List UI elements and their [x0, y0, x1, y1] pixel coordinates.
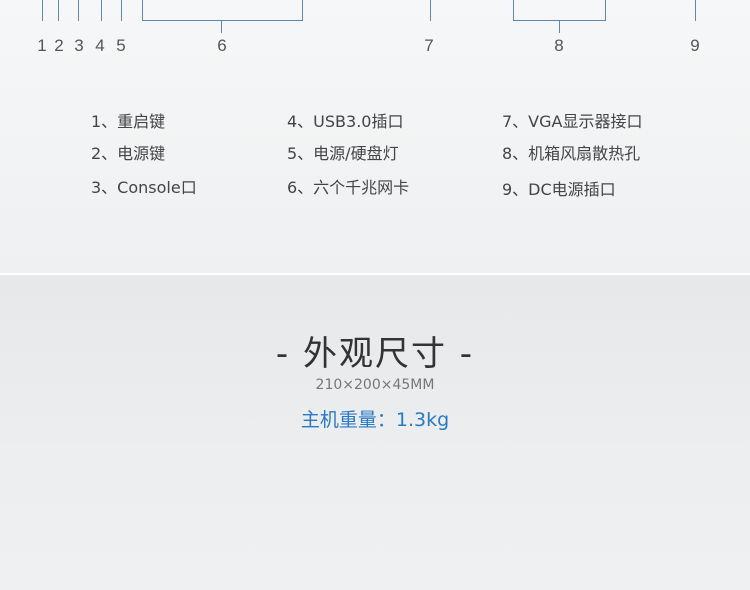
callout-number-2: 2 [54, 36, 64, 55]
legend-item-ethernet-ports: 6、六个千兆网卡 [287, 178, 410, 197]
legend-item-usb-port: 4、USB3.0插口 [287, 112, 404, 131]
callout-line-4 [101, 0, 102, 21]
legend-item-power-led: 5、电源/硬盘灯 [287, 144, 399, 163]
callout-number-5: 5 [116, 36, 126, 55]
legend-item-dc-power: 9、DC电源插口 [502, 180, 616, 199]
dimensions-panel [0, 275, 750, 590]
callout-line-3 [78, 0, 79, 21]
callout-number-8: 8 [554, 36, 564, 55]
callout-bracket-8 [513, 0, 606, 21]
callout-bracket-6 [142, 0, 303, 21]
callout-line-6 [221, 21, 222, 33]
legend-item-vga-port: 7、VGA显示器接口 [502, 112, 643, 131]
callout-number-7: 7 [424, 36, 434, 55]
legend-item-console-port: 3、Console口 [91, 178, 197, 197]
ports-panel: 1 2 3 4 5 6 7 8 9 1、重启键 2、电源键 3、Console口… [0, 0, 750, 273]
callout-number-3: 3 [74, 36, 84, 55]
callout-line-8 [559, 21, 560, 33]
legend-item-power-button: 2、电源键 [91, 144, 166, 163]
legend-item-fan-vent: 8、机箱风扇散热孔 [502, 144, 641, 163]
dimensions-size: 210×200×45MM [315, 377, 435, 393]
callout-number-6: 6 [217, 36, 227, 55]
callout-number-4: 4 [95, 36, 105, 55]
callout-line-7 [430, 0, 431, 21]
legend-item-reset-button: 1、重启键 [91, 112, 166, 131]
callout-line-2 [58, 0, 59, 21]
section-divider [0, 273, 750, 275]
callout-line-1 [42, 0, 43, 21]
callout-line-5 [121, 0, 122, 21]
callout-line-9 [695, 0, 696, 21]
callout-number-9: 9 [690, 36, 700, 55]
callout-number-1: 1 [37, 36, 47, 55]
dimensions-weight: 主机重量：1.3kg [300, 409, 450, 431]
dimensions-title: - 外观尺寸 - [275, 334, 475, 374]
